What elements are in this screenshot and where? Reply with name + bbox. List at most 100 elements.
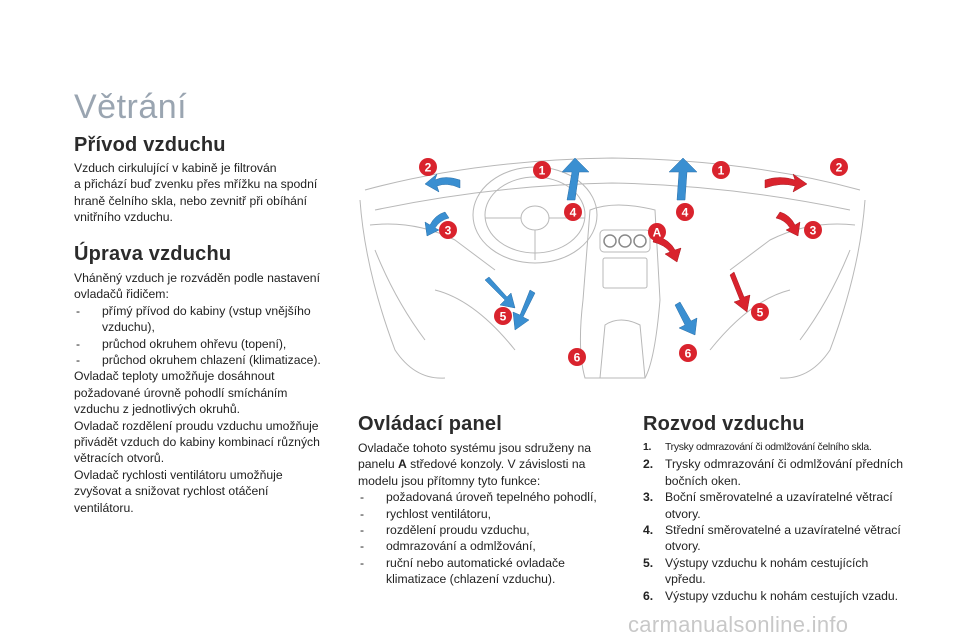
text-line: Ovladače tohoto systému jsou sdruženy na	[358, 441, 592, 455]
rozvod-list: 1. Trysky odmrazování či odmlžování čeln…	[643, 440, 908, 604]
list-item: - odmrazování a odmlžování,	[358, 538, 618, 554]
marker-1-left: 1	[533, 161, 551, 179]
text-line: vnitřního vzduchu.	[74, 210, 173, 225]
marker-5-left: 5	[494, 307, 512, 325]
list-item: - průchod okruhem chlazení (klimatizace)…	[74, 352, 344, 368]
text-line: Ovladač rychlosti ventilátoru umožňuje	[74, 467, 283, 482]
list-number: 4.	[643, 523, 654, 538]
marker-5-right: 5	[751, 303, 769, 321]
list-item: - přímý přívod do kabiny (vstup vnějšího…	[74, 303, 344, 336]
svg-text:5: 5	[757, 306, 764, 320]
text-line: vzduchu z jednotlivých okruhů.	[74, 402, 240, 417]
list-dash: -	[76, 336, 81, 351]
list-item: 4. Střední směrovatelné a uzavíratelné v…	[643, 522, 908, 555]
heading-privod-vzduchu: Přívod vzduchu	[74, 134, 226, 156]
marker-1-right: 1	[712, 161, 730, 179]
marker-2-left: 2	[419, 158, 437, 176]
list-dash: -	[360, 490, 365, 505]
text-line: větracích otvorů.	[74, 451, 165, 466]
list-text: Výstupy vzduchu k nohám cestujích vzadu.	[665, 588, 899, 603]
svg-text:1: 1	[539, 164, 546, 178]
svg-text:3: 3	[810, 224, 817, 238]
list-item: - rozdělení proudu vzduchu,	[358, 522, 618, 538]
list-item: 1. Trysky odmrazování či odmlžování čeln…	[643, 440, 908, 456]
list-number: 2.	[643, 457, 654, 472]
text-line: Ovladač teploty umožňuje dosáhnout	[74, 369, 275, 384]
list-dash: -	[360, 555, 365, 570]
text-span: středové konzoly. V závislosti na	[406, 457, 586, 472]
ovladaci-paragraph: Ovladače tohoto systému jsou sdruženy na…	[358, 440, 618, 588]
text-line: ovladačů řidičem:	[74, 287, 169, 302]
marker-6-left: 6	[568, 348, 586, 366]
heading-ovladaci-panel: Ovládací panel	[358, 413, 502, 435]
airflow-arrows-red	[652, 173, 808, 313]
list-number: 5.	[643, 555, 654, 570]
list-text: průchod okruhem ohřevu (topení),	[102, 336, 287, 351]
text-line: požadované úrovně pohodlí smícháním	[74, 385, 288, 400]
heading-rozvod-vzduchu: Rozvod vzduchu	[643, 413, 805, 435]
list-dash: -	[76, 303, 81, 318]
marker-3-right: 3	[804, 221, 822, 239]
car-interior-illustration: 1 1 2 2 3 3 4 4 5 5 6 6 A	[359, 157, 866, 379]
svg-text:4: 4	[570, 206, 577, 220]
text-line: přivádět vzduch do kabiny kombinací různ…	[74, 435, 320, 450]
list-number: 3.	[643, 490, 654, 505]
panel-a-label: A	[397, 457, 407, 472]
marker-4-left: 4	[564, 203, 582, 221]
callout-markers: 1 1 2 2 3 3 4 4 5 5 6 6 A	[419, 158, 848, 366]
svg-text:6: 6	[685, 347, 692, 361]
list-item: - rychlost ventilátoru,	[358, 506, 618, 522]
list-text: ruční nebo automatické ovladače klimatiz…	[386, 555, 565, 587]
list-text: Trysky odmrazování či odmlžování předníc…	[665, 457, 903, 488]
list-item: 2. Trysky odmrazování či odmlžování před…	[643, 456, 908, 489]
list-text: požadovaná úroveň tepelného pohodlí,	[386, 490, 597, 505]
airflow-arrows-blue	[424, 157, 698, 336]
list-item: - ruční nebo automatické ovladače klimat…	[358, 555, 618, 588]
text-line: ventilátoru.	[74, 500, 134, 515]
list-item: 5. Výstupy vzduchu k nohám cestujících v…	[643, 555, 908, 588]
list-number: 1.	[643, 442, 652, 453]
list-dash: -	[360, 506, 365, 521]
text-line: a přichází buď zvenku přes mřížku na spo…	[74, 177, 318, 192]
svg-text:A: A	[653, 226, 662, 240]
list-text: Trysky odmrazování či odmlžování čelního…	[665, 442, 872, 453]
list-dash: -	[360, 539, 365, 554]
list-dash: -	[76, 353, 81, 368]
svg-text:5: 5	[500, 310, 507, 324]
svg-text:2: 2	[836, 161, 843, 175]
marker-6-right: 6	[679, 344, 697, 362]
text-line: hraně čelního skla, nebo zevnitř při obí…	[74, 193, 308, 208]
privod-paragraph: Vzduch cirkulující v kabině je filtrován…	[74, 160, 344, 226]
watermark: carmanualsonline.info	[628, 612, 849, 637]
list-item: 3. Boční směrovatelné a uzavíratelné vět…	[643, 489, 908, 522]
list-item: - požadovaná úroveň tepelného pohodlí,	[358, 489, 618, 505]
marker-4-right: 4	[676, 203, 694, 221]
svg-text:4: 4	[682, 206, 689, 220]
text-line: panelu A středové konzoly. V závislosti …	[358, 456, 618, 472]
marker-2-right: 2	[830, 158, 848, 176]
text-line: Vzduch cirkulující v kabině je filtrován	[74, 161, 277, 175]
page-title: Větrání	[74, 88, 188, 126]
list-text: Střední směrovatelné a uzavíratelné větr…	[665, 523, 901, 554]
heading-uprava-vzduchu: Úprava vzduchu	[74, 243, 232, 265]
list-text: odmrazování a odmlžování,	[386, 539, 536, 554]
svg-text:3: 3	[445, 224, 452, 238]
uprava-paragraph: Vháněný vzduch je rozváděn podle nastave…	[74, 270, 344, 516]
text-line: Ovladač rozdělení proudu vzduchu umožňuj…	[74, 418, 319, 433]
list-dash: -	[360, 523, 365, 538]
list-text: rozdělení proudu vzduchu,	[386, 523, 530, 538]
list-text: rychlost ventilátoru,	[386, 506, 491, 521]
list-text: Boční směrovatelné a uzavíratelné větrac…	[665, 490, 893, 521]
svg-text:2: 2	[425, 161, 432, 175]
list-text: Výstupy vzduchu k nohám cestujících vpře…	[665, 555, 869, 587]
list-text: přímý přívod do kabiny (vstup vnějšího v…	[102, 303, 311, 335]
text-line: modelu jsou přítomny tyto funkce:	[358, 473, 541, 488]
svg-text:1: 1	[718, 164, 725, 178]
text-line: zvyšovat a snižovat rychlost otáčení	[74, 484, 269, 499]
list-text: průchod okruhem chlazení (klimatizace).	[102, 353, 321, 368]
marker-3-left: 3	[439, 221, 457, 239]
list-number: 6.	[643, 588, 654, 603]
svg-text:6: 6	[574, 351, 581, 365]
marker-a: A	[648, 223, 666, 241]
text-line: Vháněný vzduch je rozváděn podle nastave…	[74, 271, 320, 285]
